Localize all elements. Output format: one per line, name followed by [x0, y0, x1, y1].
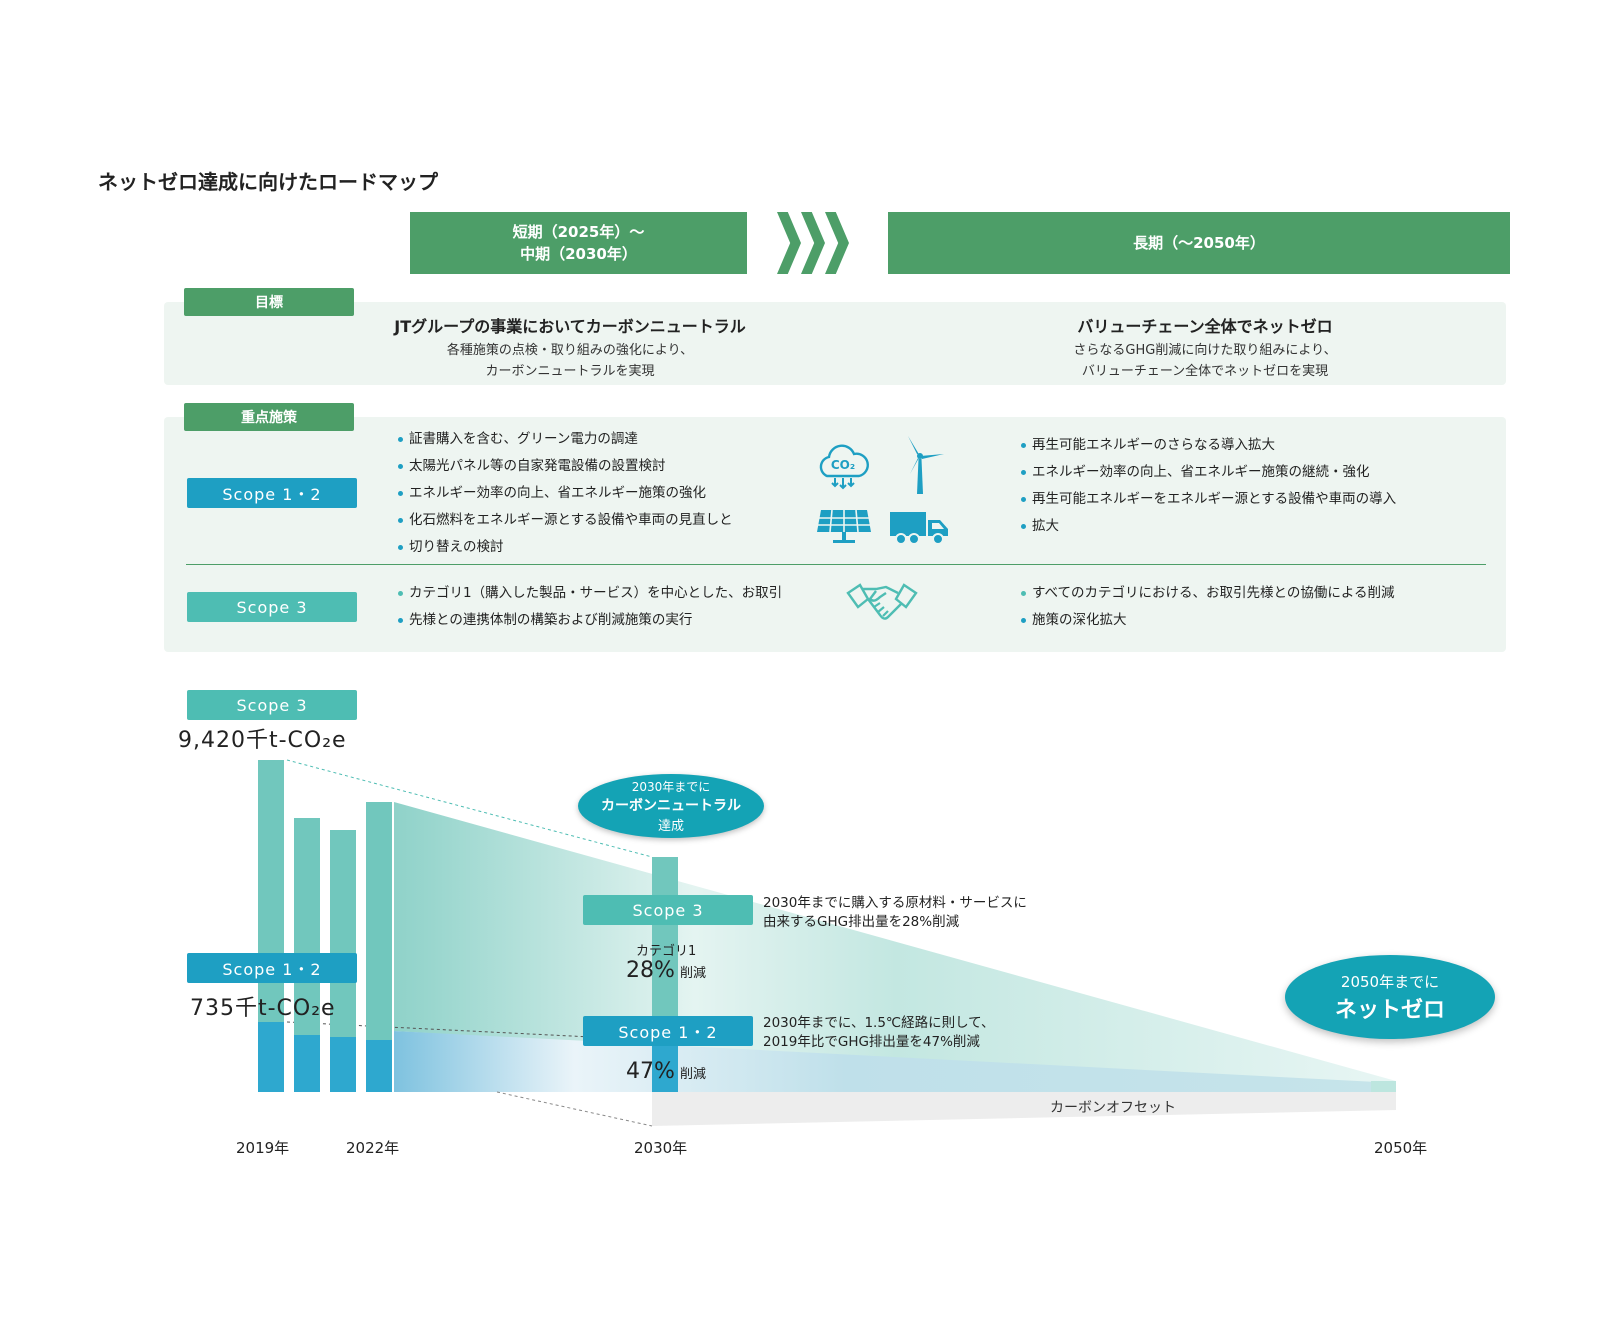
scope3-baseline-value: 9,420千t-CO₂e	[178, 728, 347, 753]
measures-tag: 重点施策	[184, 403, 354, 431]
cn-bubble-line1: 2030年までに	[631, 780, 711, 794]
target-scope3-line1: 2030年までに購入する原材料・サービスに	[763, 895, 1027, 911]
list-item: すべてのカテゴリにおける、お取引先様との協働による削減	[1021, 580, 1491, 607]
list-item: カテゴリ1（購入した製品・サービス）を中心とした、お取引	[398, 580, 818, 607]
phase-mid-label: 中期（2030年）	[520, 245, 637, 263]
co2-icon-label: CO₂	[831, 458, 855, 472]
scope12-reduction-pct: 47%	[626, 1059, 675, 1084]
bar-2022	[366, 802, 392, 1092]
carbon-offset-band	[652, 1092, 1396, 1126]
goal-long-description: さらなるGHG削減に向けた取り組みにより、 バリューチェーン全体でネットゼロを実…	[1000, 340, 1410, 382]
co2-icon: CO₂	[819, 444, 869, 490]
trend-line-scope3	[286, 759, 653, 858]
scope3-long-list: すべてのカテゴリにおける、お取引先様との協働による削減 施策の深化拡大	[1021, 580, 1491, 634]
trend-line-offset	[496, 1091, 653, 1127]
goal-long-heading: バリューチェーン全体でネットゼロ	[1077, 317, 1333, 336]
bar-2050	[1371, 1081, 1396, 1092]
list-item: 先様との連携体制の構築および削減施策の実行	[398, 607, 818, 634]
cn-bubble-line2: カーボンニュートラル	[601, 798, 741, 814]
nz-bubble-line2: ネットゼロ	[1334, 997, 1445, 1023]
list-item: 太陽光パネル等の自家発電設備の設置検討	[398, 453, 808, 480]
category-label: カテゴリ1	[636, 944, 697, 959]
target-scope12-note: 2030年までに、1.5℃経路に則して、 2019年比でGHG排出量を47%削減	[763, 1014, 995, 1052]
scope3-reduction: 28% 削減	[626, 958, 706, 983]
list-item: 切り替えの検討	[398, 534, 808, 561]
wind-turbine-icon	[908, 436, 944, 494]
bar-2019	[258, 760, 284, 1092]
list-item: 再生可能エネルギーのさらなる導入拡大	[1021, 432, 1491, 459]
goal-long-line2: バリューチェーン全体でネットゼロを実現	[1081, 364, 1329, 379]
target-scope12-line2: 2019年比でGHG排出量を47%削減	[763, 1034, 980, 1050]
scope12-trajectory-wedge	[394, 1031, 1396, 1092]
target-scope3-line2: 由来するGHG排出量を28%削減	[763, 914, 960, 930]
chart-scope12-tag: Scope 1・2	[187, 953, 357, 983]
target-scope12-line1: 2030年までに、1.5℃経路に則して、	[763, 1015, 995, 1031]
cn-bubble-line3: 達成	[657, 819, 684, 834]
scope12-reduction: 47% 削減	[626, 1059, 706, 1084]
scope12-long-list: 再生可能エネルギーのさらなる導入拡大 エネルギー効率の向上、省エネルギー施策の継…	[1021, 432, 1491, 540]
list-item: 証書購入を含む、グリーン電力の調達	[398, 426, 808, 453]
list-item: 拡大	[1021, 513, 1491, 540]
page-title: ネットゼロ達成に向けたロードマップ	[98, 170, 438, 194]
solar-panel-icon	[817, 509, 871, 543]
goal-short-line2: カーボンニュートラルを実現	[485, 364, 655, 379]
year-label-2030: 2030年	[634, 1139, 688, 1157]
handshake-icon	[846, 583, 918, 620]
goal-short-line1: 各種施策の点検・取り組みの強化により、	[446, 343, 694, 358]
goal-short-heading: JTグループの事業においてカーボンニュートラル	[394, 317, 746, 336]
list-item: エネルギー効率の向上、省エネルギー施策の強化	[398, 480, 808, 507]
carbon-neutral-bubble: 2030年までに カーボンニュートラル 達成	[578, 774, 764, 838]
list-item: 再生可能エネルギーをエネルギー源とする設備や車両の導入	[1021, 486, 1491, 513]
bar-2021	[330, 830, 356, 1092]
target-scope3-note: 2030年までに購入する原材料・サービスに 由来するGHG排出量を28%削減	[763, 894, 1027, 932]
scope3-reduction-pct: 28%	[626, 958, 675, 983]
scope3-reduction-suffix: 削減	[680, 966, 707, 981]
truck-icon	[890, 512, 948, 545]
scope12-baseline-value: 735千t-CO₂e	[190, 996, 336, 1021]
goal-long-line1: さらなるGHG削減に向けた取り組みにより、	[1073, 343, 1337, 358]
goals-panel	[164, 302, 1506, 385]
scope3-tag: Scope 3	[187, 592, 357, 622]
target-scope12-tag: Scope 1・2	[583, 1016, 753, 1046]
nz-bubble-line1: 2050年までに	[1340, 972, 1440, 991]
phase-short-label: 短期（2025年）〜	[512, 223, 645, 241]
scope12-tag: Scope 1・2	[187, 478, 357, 508]
scope12-reduction-suffix: 削減	[680, 1067, 707, 1082]
phase-long-label: 長期（〜2050年）	[1133, 234, 1265, 252]
scope12-short-list: 証書購入を含む、グリーン電力の調達 太陽光パネル等の自家発電設備の設置検討 エネ…	[398, 426, 808, 561]
scope3-short-list: カテゴリ1（購入した製品・サービス）を中心とした、お取引 先様との連携体制の構築…	[398, 580, 818, 634]
carbon-offset-label: カーボンオフセット	[1050, 1100, 1176, 1116]
year-label-2019: 2019年	[236, 1139, 290, 1157]
year-label-2050: 2050年	[1374, 1139, 1428, 1157]
chart-scope3-tag: Scope 3	[187, 690, 357, 720]
goal-short-description: 各種施策の点検・取り組みの強化により、 カーボンニュートラルを実現	[360, 340, 780, 382]
net-zero-bubble: 2050年までに ネットゼロ	[1285, 955, 1495, 1039]
target-scope3-tag: Scope 3	[583, 895, 753, 925]
phase-long: 長期（〜2050年）	[888, 212, 1510, 274]
bar-2030	[652, 857, 678, 1092]
phase-short-mid: 短期（2025年）〜 中期（2030年）	[410, 212, 747, 274]
measures-panel	[164, 417, 1506, 652]
measures-divider	[186, 564, 1486, 565]
list-item: 化石燃料をエネルギー源とする設備や車両の見直しと	[398, 507, 808, 534]
goals-tag: 目標	[184, 288, 354, 316]
bar-2020	[294, 818, 320, 1092]
year-label-2022: 2022年	[346, 1139, 400, 1157]
list-item: エネルギー効率の向上、省エネルギー施策の継続・強化	[1021, 459, 1491, 486]
list-item: 施策の深化拡大	[1021, 607, 1491, 634]
